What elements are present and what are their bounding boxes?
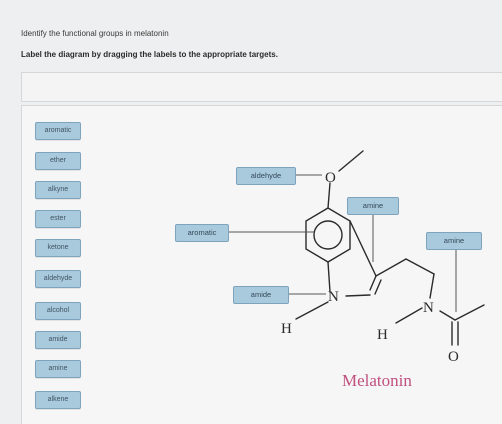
placed-label-amide[interactable]: amide	[233, 286, 289, 304]
aromatic-circle	[313, 220, 343, 250]
bond-carbonyl-methyl	[454, 304, 485, 321]
bank-label-ester[interactable]: ester	[35, 210, 81, 228]
bank-label-alcohol[interactable]: alcohol	[35, 302, 81, 320]
bond-c3-c2-double	[374, 279, 382, 295]
bond-c3-c2	[369, 275, 377, 291]
bank-label-aromatic[interactable]: aromatic	[35, 122, 81, 140]
question-text: Identify the functional groups in melato…	[21, 29, 169, 38]
bank-label-amine[interactable]: amine	[35, 360, 81, 378]
bond-ch2-n	[429, 273, 435, 299]
bond-n1-h	[295, 301, 329, 320]
bond-oxygen-methyl	[338, 150, 364, 172]
benzene-ring	[305, 207, 351, 263]
bond-n-carbonyl	[439, 310, 456, 321]
bank-label-alkyne[interactable]: alkyne	[35, 181, 81, 199]
placed-label-amine-top[interactable]: amine	[347, 197, 399, 215]
labeling-workspace	[21, 105, 502, 424]
bond-c2-n1	[345, 294, 371, 297]
toolbar-strip	[21, 72, 502, 102]
placed-label-aromatic[interactable]: aromatic	[175, 224, 229, 242]
instruction-text: Label the diagram by dragging the labels…	[21, 50, 278, 59]
bond-c3-ch2	[375, 258, 407, 277]
placed-label-aldehyde[interactable]: aldehyde	[236, 167, 296, 185]
bank-label-ketone[interactable]: ketone	[35, 239, 81, 257]
atom-oxygen-methoxy: O	[325, 170, 336, 186]
bond-ring-oxygen	[327, 182, 331, 209]
bank-label-amide[interactable]: amide	[35, 331, 81, 349]
bond-n-h	[395, 307, 423, 324]
atom-hydrogen-indole: H	[281, 321, 292, 337]
atom-hydrogen-amide: H	[377, 327, 388, 343]
bank-label-alkene[interactable]: alkene	[35, 391, 81, 409]
bond-c3a-c3	[349, 220, 377, 277]
atom-oxygen-carbonyl: O	[448, 349, 459, 365]
bond-ch2-ch2	[405, 258, 435, 275]
molecule-name: Melatonin	[342, 371, 412, 390]
bank-label-aldehyde[interactable]: aldehyde	[35, 270, 81, 288]
placed-label-amine-right[interactable]: amine	[426, 232, 482, 250]
bank-label-ether[interactable]: ether	[35, 152, 81, 170]
atom-nitrogen-amide: N	[423, 300, 434, 316]
atom-nitrogen-indole: N	[328, 289, 339, 305]
bond-n1-c7a	[327, 261, 331, 293]
